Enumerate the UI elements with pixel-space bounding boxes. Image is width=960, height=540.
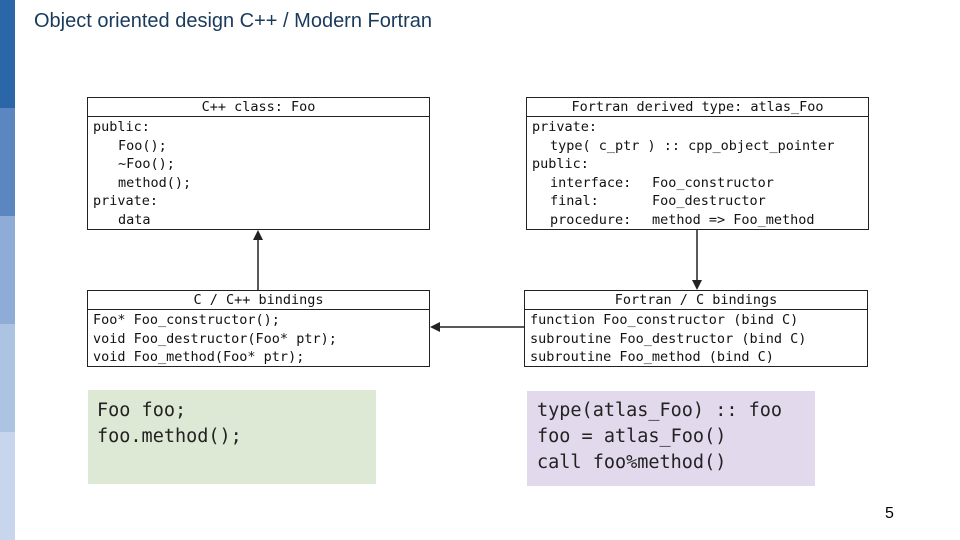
fortran-type-header: Fortran derived type: atlas_Foo — [527, 98, 868, 117]
fortran-public-member: procedure: method => Foo_method — [532, 211, 868, 230]
fortran-public-member: interface: Foo_constructor — [532, 174, 868, 193]
member-kind: final: — [550, 193, 599, 210]
fortran-binding-line: subroutine Foo_destructor (bind C) — [530, 330, 807, 347]
fortran-public-label: public: — [532, 156, 589, 173]
cpp-public-member: Foo(); — [118, 137, 167, 154]
member-value: Foo_destructor — [652, 193, 766, 210]
cpp-usage-snippet: Foo foo; foo.method(); — [88, 390, 376, 484]
c-bindings-box: C / C++ bindings Foo* Foo_constructor();… — [87, 290, 430, 367]
cpp-public-member: ~Foo(); — [118, 156, 175, 173]
sidebar-segment — [0, 0, 15, 108]
c-binding-line: void Foo_method(Foo* ptr); — [93, 349, 305, 366]
cpp-class-box: C++ class: Foo public: Foo(); ~Foo(); me… — [87, 97, 430, 230]
sidebar-segment — [0, 216, 15, 324]
page-number: 5 — [885, 505, 894, 522]
fortran-usage-snippet: type(atlas_Foo) :: foo foo = atlas_Foo()… — [527, 391, 815, 486]
c-bindings-header: C / C++ bindings — [88, 291, 429, 310]
c-binding-line: void Foo_destructor(Foo* ptr); — [93, 330, 337, 347]
fortran-type-box: Fortran derived type: atlas_Foo private:… — [526, 97, 869, 230]
cpp-public-member: method(); — [118, 174, 192, 191]
sidebar-segment — [0, 324, 15, 432]
member-value: method => Foo_method — [652, 211, 815, 228]
cpp-class-header: C++ class: Foo — [88, 98, 429, 117]
code-line: foo = atlas_Foo() — [537, 426, 727, 447]
fortran-private-label: private: — [532, 119, 598, 135]
sidebar-accent — [0, 0, 15, 540]
code-line: call foo%method() — [537, 452, 727, 473]
c-binding-line: Foo* Foo_constructor(); — [93, 312, 280, 328]
fortran-binding-line: function Foo_constructor (bind C) — [530, 312, 799, 328]
sidebar-segment — [0, 432, 15, 540]
fortran-bindings-header: Fortran / C bindings — [525, 291, 867, 310]
slide-title: Object oriented design C++ / Modern Fort… — [34, 10, 432, 32]
code-line: type(atlas_Foo) :: foo — [537, 400, 783, 421]
fortran-public-member: final: Foo_destructor — [532, 192, 868, 211]
member-kind: interface: — [550, 174, 632, 191]
cpp-private-label: private: — [93, 193, 159, 210]
cpp-public-label: public: — [93, 119, 150, 135]
cpp-private-member: data — [118, 211, 151, 228]
code-line: Foo foo; — [97, 400, 187, 421]
member-value: Foo_constructor — [652, 174, 774, 191]
sidebar-segment — [0, 108, 15, 216]
member-kind: procedure: — [550, 211, 632, 228]
code-line: foo.method(); — [97, 426, 242, 447]
fortran-bindings-box: Fortran / C bindings function Foo_constr… — [524, 290, 868, 367]
fortran-binding-line: subroutine Foo_method (bind C) — [530, 349, 774, 366]
fortran-private-member: type( c_ptr ) :: cpp_object_pointer — [550, 137, 835, 154]
